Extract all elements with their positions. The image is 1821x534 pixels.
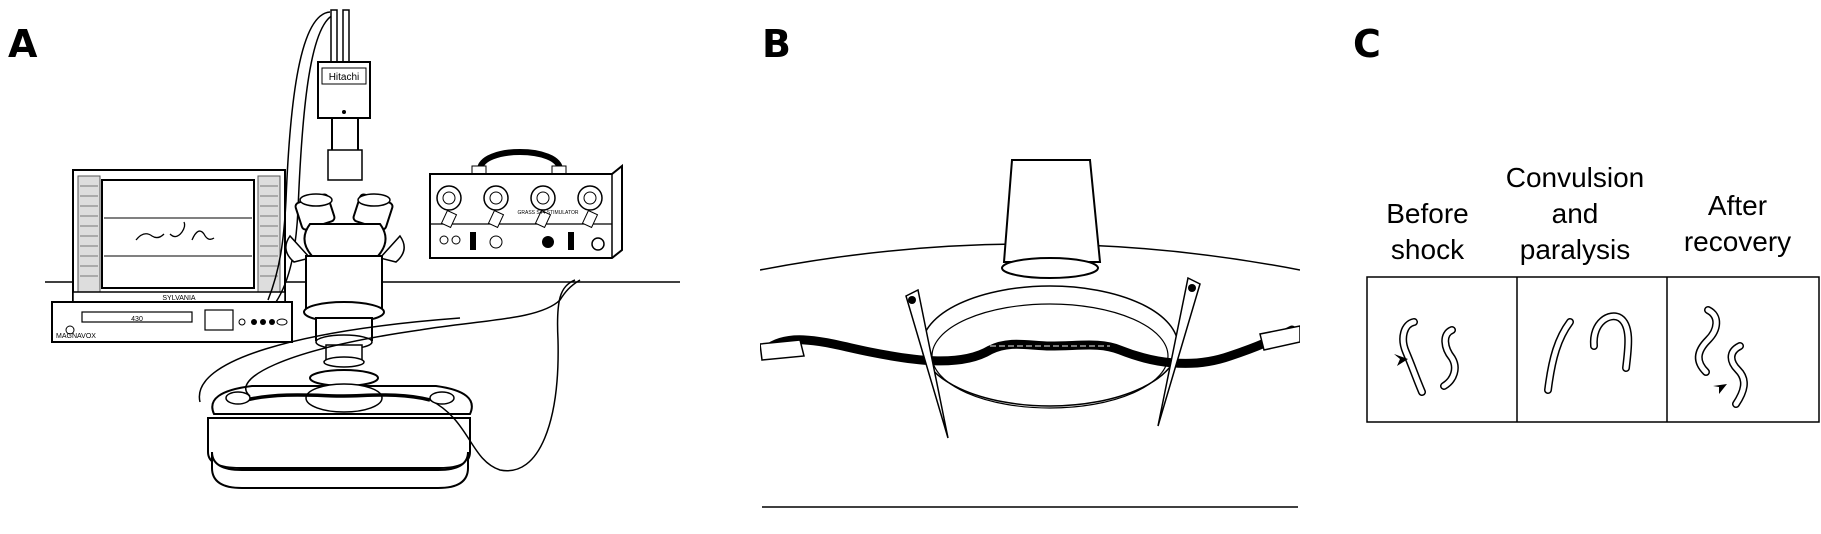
panel-letter-c: C (1353, 22, 1381, 66)
alligator-clip-right (1259, 325, 1300, 351)
stage-label-convulsion: Convulsion and paralysis (1505, 162, 1645, 265)
electrode-needle-left (905, 288, 949, 439)
camera-brand-label: Hitachi (329, 72, 360, 83)
stage-label-before-shock: Before shock (1386, 198, 1469, 265)
stimulator-lead-1 (429, 279, 576, 472)
ground-lead (198, 317, 461, 403)
worm-after-recovery-2 (1727, 342, 1748, 408)
apparatus-drawing: SYLVANIA 430 MAGNAVOX Hitachi (45, 9, 680, 489)
electrode-closeup-drawing (760, 159, 1300, 508)
vcr-display-label: 430 (131, 316, 143, 323)
stage-electrode-wire (245, 393, 431, 402)
panel-letter-b: B (762, 22, 791, 66)
worm-before-shock-2 (1440, 326, 1459, 390)
stereo-microscope: Hitachi (207, 9, 473, 489)
monitor-brand-label: SYLVANIA (162, 295, 196, 302)
stimulator-name-label: GRASS S44 STIMULATOR (518, 210, 579, 216)
panel-letter-a: A (8, 22, 38, 66)
camera-cable-1 (267, 11, 331, 301)
panel-c-worm-stages: C Before shock Convulsion and paralysis … (1340, 0, 1821, 534)
camera-cable-2 (275, 13, 337, 303)
worm-before-shock-1 (1399, 318, 1426, 396)
electrode-wire-left (761, 335, 1055, 366)
panel-b-electrode-closeup: B (760, 0, 1300, 534)
worm-convulsion-1 (1544, 318, 1574, 394)
arrowhead-after-recovery (1713, 384, 1727, 394)
alligator-clip-left (760, 339, 805, 361)
panel-a-apparatus: A SYLVANIA (0, 0, 700, 534)
stimulator-lead-2 (245, 279, 581, 397)
vcr-recorder: 430 MAGNAVOX (51, 301, 293, 343)
worm-stage-grid (1366, 276, 1820, 423)
grass-stimulator: GRASS S44 STIMULATOR (429, 149, 623, 259)
vcr-brand-label: MAGNAVOX (56, 333, 96, 340)
tv-monitor: SYLVANIA (72, 169, 286, 303)
worm-after-recovery-1 (1694, 306, 1721, 376)
electrode-needle-right (1157, 276, 1201, 427)
stage-label-after-recovery: After recovery (1683, 190, 1792, 257)
worm-convulsion-2 (1589, 312, 1633, 372)
objective-lens (1002, 159, 1102, 263)
arrowhead-before-shock (1394, 354, 1408, 366)
stimulator-handle (477, 149, 563, 171)
